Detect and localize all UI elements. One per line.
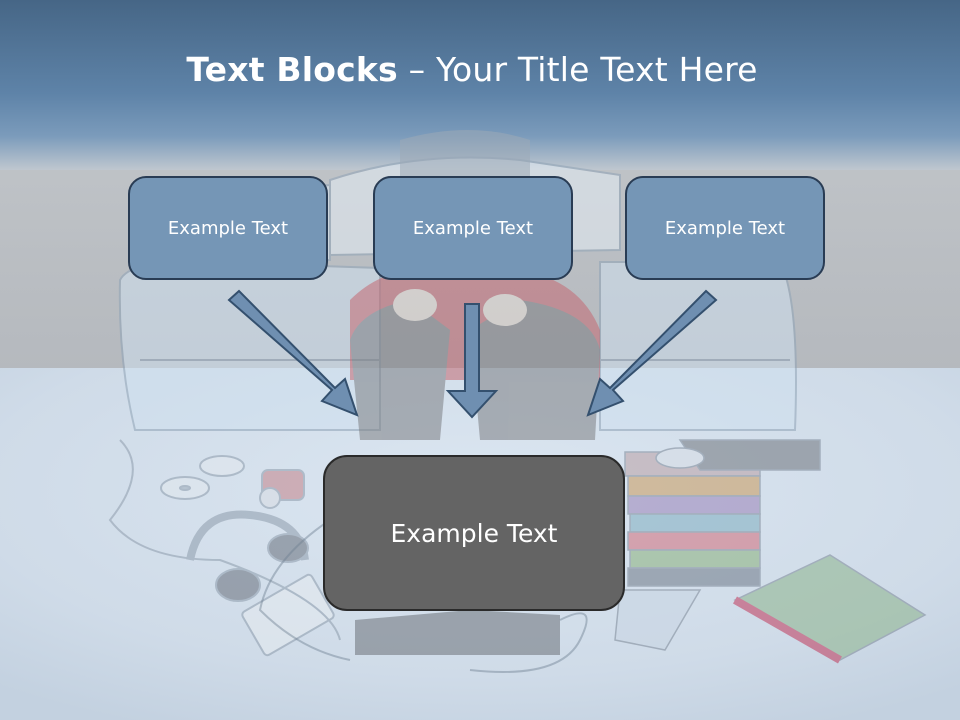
text-box-center[interactable]: Example Text: [373, 176, 573, 280]
text-box-center-label: Example Text: [412, 217, 534, 239]
slide-title-rest: Your Title Text Here: [435, 50, 758, 89]
arrow-right: [586, 289, 718, 417]
slide-title-bold: Text Blocks: [186, 50, 398, 89]
slide-title-dash: –: [397, 50, 436, 89]
text-box-right-label: Example Text: [664, 217, 786, 239]
text-box-left[interactable]: Example Text: [128, 176, 328, 280]
arrow-left: [227, 289, 359, 417]
target-text-box-label: Example Text: [390, 518, 558, 548]
arrow-center: [445, 303, 499, 419]
target-text-box[interactable]: Example Text: [323, 455, 625, 611]
text-box-right[interactable]: Example Text: [625, 176, 825, 280]
slide-title: Text Blocks – Your Title Text Here: [0, 50, 944, 89]
text-box-left-label: Example Text: [167, 217, 289, 239]
